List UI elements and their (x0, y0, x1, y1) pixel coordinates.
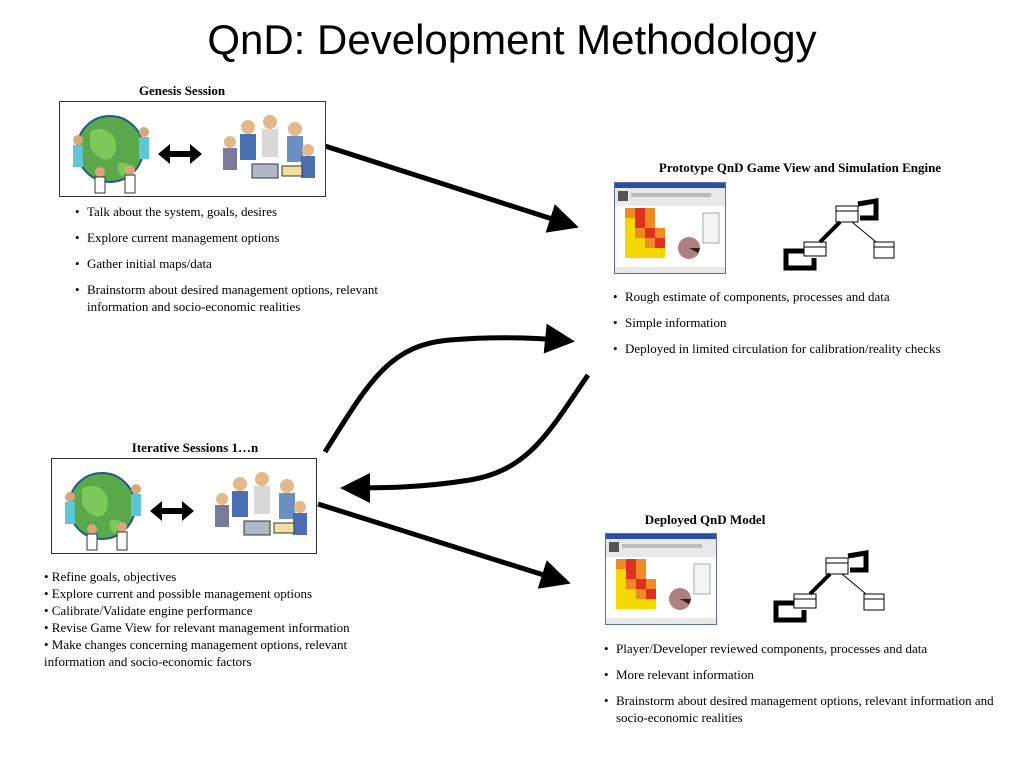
list-item: Rough estimate of components, processes … (611, 288, 1011, 305)
deployed-bullets: Player/Developer reviewed components, pr… (602, 640, 1002, 735)
iterative-text: • Refine goals, objectives • Explore cur… (44, 568, 394, 670)
list-item: • Refine goals, objectives (44, 569, 177, 584)
prototype-game-view-screenshot (614, 182, 726, 274)
arrow-prototype-to-iterative (340, 373, 591, 503)
iterative-heading: Iterative Sessions 1…n (131, 440, 259, 455)
list-item: Brainstorm about desired management opti… (73, 281, 423, 315)
deployed-heading: Deployed QnD Model (644, 512, 766, 527)
arrow-iterative-to-deployed (317, 501, 571, 589)
game-view-thumbnail (615, 183, 725, 273)
arrow-iterative-to-prototype (322, 323, 575, 454)
deployed-uml-diagram (770, 548, 890, 624)
genesis-illustration (59, 101, 326, 197)
list-item: • Revise Game View for relevant manageme… (44, 620, 350, 635)
arrow-genesis-to-prototype (324, 143, 579, 233)
prototype-bullets: Rough estimate of components, processes … (611, 288, 1011, 366)
list-item: • Make changes concerning management opt… (44, 637, 348, 669)
genesis-heading: Genesis Session (138, 83, 226, 98)
meeting-people-icon (215, 472, 307, 536)
game-view-thumbnail (606, 534, 716, 624)
list-item: Explore current management options (73, 229, 423, 246)
list-item: Brainstorm about desired management opti… (602, 692, 1002, 726)
globe-people-icon (73, 115, 315, 194)
list-item: More relevant information (602, 666, 1002, 683)
list-item: Talk about the system, goals, desires (73, 203, 423, 220)
globe-people-icon (65, 472, 307, 551)
prototype-heading: Prototype QnD Game View and Simulation E… (658, 160, 942, 175)
list-item: Deployed in limited circulation for cali… (611, 340, 1011, 357)
list-item: Player/Developer reviewed components, pr… (602, 640, 1002, 657)
double-arrow-icon (150, 501, 194, 521)
double-arrow-icon (158, 144, 202, 164)
list-item: • Calibrate/Validate engine performance (44, 603, 253, 618)
list-item: • Explore current and possible managemen… (44, 586, 313, 601)
deployed-game-view-screenshot (605, 533, 717, 625)
meeting-people-icon (223, 115, 315, 179)
slide-title: QnD: Development Methodology (207, 16, 817, 63)
iterative-illustration (51, 458, 317, 554)
genesis-bullets: Talk about the system, goals, desires Ex… (73, 203, 423, 324)
prototype-uml-diagram (780, 196, 900, 272)
list-item: Simple information (611, 314, 1011, 331)
list-item: Gather initial maps/data (73, 255, 423, 272)
